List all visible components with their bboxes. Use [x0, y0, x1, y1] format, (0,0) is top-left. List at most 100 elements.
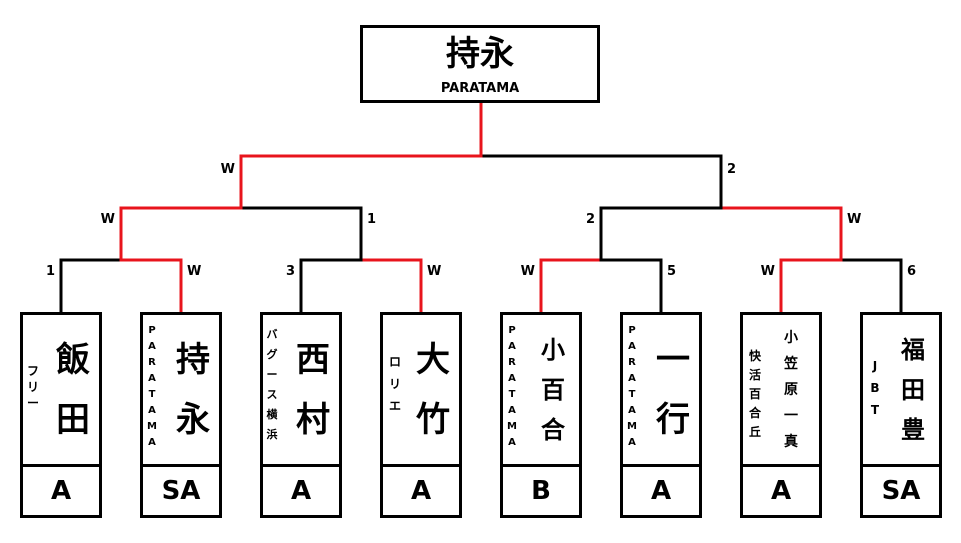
player-name-char: 真: [784, 434, 798, 450]
card-divider: [383, 464, 459, 467]
card-divider: [503, 464, 579, 467]
player-team-char: ー: [26, 396, 39, 410]
player-card: 西村バグース横浜 A: [260, 312, 342, 518]
player-grade: A: [650, 476, 672, 506]
player-grade: SA: [161, 476, 201, 506]
player-team-char: リ: [26, 380, 39, 394]
player-team-char: B: [870, 381, 880, 395]
r2-match2-left-label: 2: [585, 212, 595, 227]
player-name-char: 一: [784, 408, 798, 424]
player-name-char: 小: [541, 336, 565, 364]
player-team-char: T: [508, 389, 516, 400]
player-team-char: A: [628, 405, 636, 416]
player-team-char: A: [628, 341, 636, 352]
player-team-char: M: [147, 421, 157, 432]
player-team: バグース横浜: [264, 315, 280, 465]
player-team-char: A: [628, 437, 636, 448]
r2-match1-left-label: W: [100, 212, 115, 227]
player-name-char: 笠: [784, 356, 798, 372]
player-name-char: 竹: [416, 400, 450, 440]
player-name-char: 一: [656, 340, 690, 380]
player-team-char: グ: [266, 348, 278, 361]
card-divider: [263, 464, 339, 467]
player-name-char: 百: [541, 376, 565, 404]
player-team-char: 百: [748, 387, 761, 401]
player-grade: A: [290, 476, 312, 506]
card-divider: [23, 464, 99, 467]
player-name-char: 原: [784, 382, 798, 398]
player-team-char: A: [148, 437, 156, 448]
player-name: 小笠原一真: [771, 315, 811, 465]
player-team: ロリエ: [387, 315, 403, 465]
player-name-char: 大: [416, 340, 450, 380]
player-team-char: A: [508, 437, 516, 448]
player-team-char: R: [628, 357, 636, 368]
player-name-char: 西: [296, 340, 330, 380]
player-team-char: 浜: [266, 428, 278, 441]
player-team-char: バ: [266, 328, 278, 341]
champion-name: 持永: [446, 34, 514, 74]
r1-match4-right-label: 6: [907, 264, 917, 279]
card-divider: [743, 464, 819, 467]
r2-match2-right-label: W: [847, 212, 862, 227]
player-team-char: リ: [388, 377, 401, 391]
r1-match3-left-label: W: [520, 264, 535, 279]
r1-match3-right-label: 5: [667, 264, 677, 279]
champion-box: 持永 PARATAMA: [360, 25, 600, 103]
player-grade: A: [50, 476, 72, 506]
player-name-char: 永: [176, 400, 210, 440]
player-team-char: A: [148, 341, 156, 352]
player-name-char: 飯: [56, 340, 90, 380]
champion-team: PARATAMA: [440, 81, 520, 96]
player-team-char: M: [507, 421, 517, 432]
r1-match1-left-label: 1: [45, 264, 55, 279]
r1-match2-right-label: W: [427, 264, 442, 279]
player-name-char: 村: [296, 400, 330, 440]
player-team-char: M: [627, 421, 637, 432]
player-card: 飯田フリー A: [20, 312, 102, 518]
player-team-char: P: [148, 325, 156, 336]
player-name: 大竹: [413, 315, 453, 465]
player-team-char: ロ: [388, 355, 401, 369]
player-team-char: P: [508, 325, 516, 336]
player-team-char: J: [872, 359, 878, 373]
player-team: 快活百合丘: [747, 315, 763, 465]
r1-match2-left-label: 3: [285, 264, 295, 279]
player-name-char: 合: [541, 416, 565, 444]
player-grade: SA: [881, 476, 921, 506]
player-team-char: A: [508, 405, 516, 416]
player-team-char: 横: [266, 408, 278, 421]
player-name: 持永: [173, 315, 213, 465]
player-name-char: 小: [784, 330, 798, 346]
player-name-char: 行: [656, 400, 690, 440]
player-team-char: T: [148, 389, 156, 400]
r1-match1-right-label: W: [187, 264, 202, 279]
player-team-char: エ: [388, 399, 401, 413]
player-team-char: A: [508, 373, 516, 384]
player-name: 飯田: [53, 315, 93, 465]
player-team-char: 丘: [748, 425, 761, 439]
player-team-char: 快: [748, 349, 761, 363]
player-grade: A: [410, 476, 432, 506]
card-divider: [863, 464, 939, 467]
player-team-char: P: [628, 325, 636, 336]
r1-match4-left-label: W: [760, 264, 775, 279]
card-divider: [623, 464, 699, 467]
player-team: フリー: [25, 315, 41, 465]
player-name: 福田豊: [893, 315, 933, 465]
player-name-char: 田: [56, 400, 90, 440]
player-team-char: A: [628, 373, 636, 384]
player-name: 一行: [653, 315, 693, 465]
player-name: 西村: [293, 315, 333, 465]
player-team-char: 合: [748, 406, 761, 420]
